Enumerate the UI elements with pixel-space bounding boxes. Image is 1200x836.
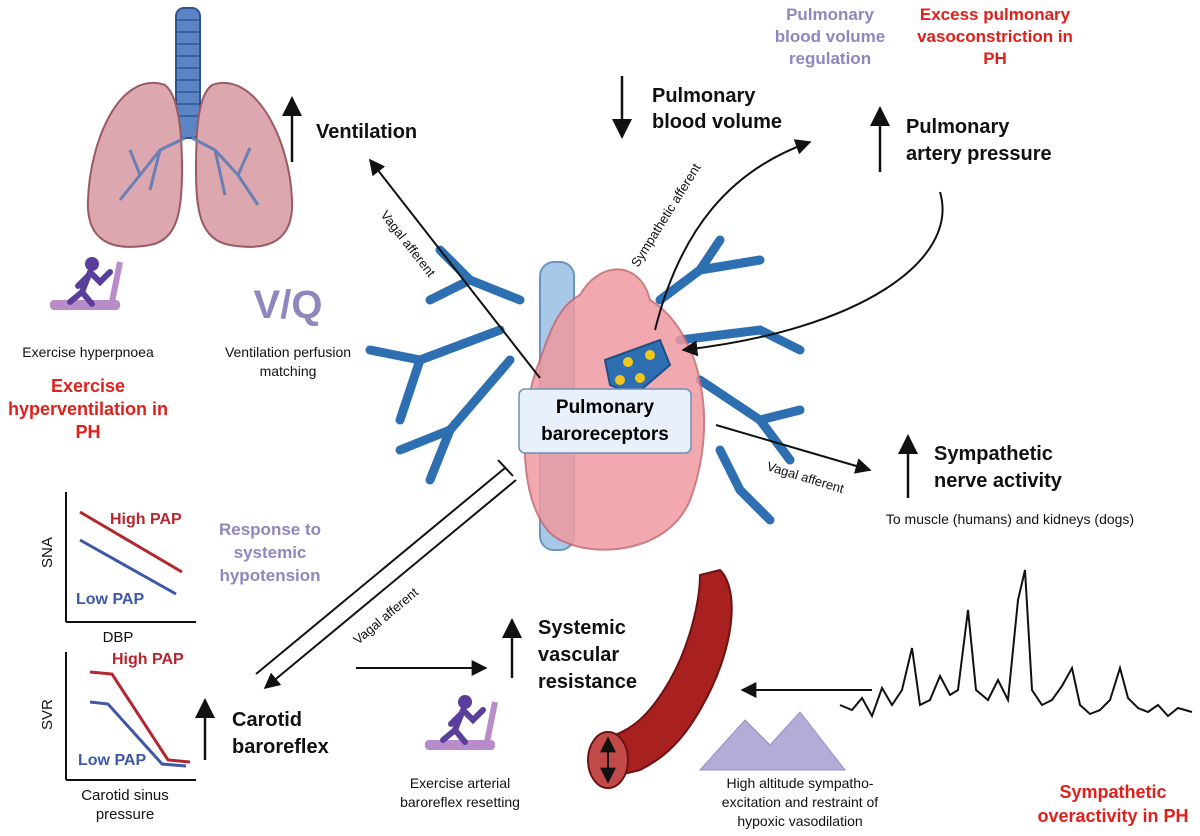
- blood-vessel-illustration: [587, 568, 733, 789]
- sna-xlabel: DBP: [103, 629, 134, 646]
- response-hypotension-line2: systemic: [234, 543, 307, 562]
- svr-high-pap-curve: [89, 670, 191, 764]
- direction-indicators: [195, 76, 918, 760]
- sna-high-pap-line: [79, 510, 183, 574]
- lungs-illustration: [86, 7, 294, 248]
- center-line2: baroreceptors: [541, 424, 669, 445]
- center-line1: Pulmonary: [556, 397, 655, 418]
- sna-high-label: High PAP: [110, 511, 182, 528]
- vq-caption-line1: Ventilation perfusion: [225, 344, 351, 360]
- sympathetic-afferent-label: Sympathetic afferent: [628, 160, 704, 269]
- svr-low-pap-curve: [89, 700, 187, 768]
- svr-line3: resistance: [538, 671, 637, 693]
- sympathetic-overactivity-line2: overactivity in PH: [1037, 806, 1188, 826]
- vagal-afferent-right-label: Vagal afferent: [765, 459, 846, 497]
- mountain-illustration: [698, 711, 847, 771]
- svr-line2: vascular: [538, 644, 619, 666]
- pbv-regulation-line1: Pulmonary: [786, 5, 874, 24]
- inhibition-line: [255, 467, 506, 675]
- pulmonary-blood-volume-line1: Pulmonary: [652, 85, 756, 107]
- exercise-hyperventilation-line2: hyperventilation in: [8, 399, 168, 419]
- carotid-baroreflex-line2: baroreflex: [232, 736, 329, 758]
- treadmill-runner-icon: [50, 257, 123, 310]
- svr-plot: [65, 652, 196, 781]
- ventilation-label: Ventilation: [316, 121, 417, 143]
- response-hypotension-line1: Response to: [219, 520, 321, 539]
- sna-low-pap-line: [79, 538, 177, 596]
- vagal-to-ventilation-arrow: [369, 158, 541, 379]
- excess-vasoconstriction-line1: Excess pulmonary: [920, 5, 1071, 24]
- sna-plot: [65, 492, 196, 623]
- svr-line1: Systemic: [538, 617, 626, 639]
- exercise-arterial-line1: Exercise arterial: [410, 775, 510, 791]
- vagal-to-sna-arrow: [715, 424, 872, 474]
- svr-xlabel-line1: Carotid sinus: [81, 787, 169, 804]
- inhibition-bar: [497, 459, 514, 477]
- pap-line1: Pulmonary: [906, 116, 1010, 138]
- sympathetic-afferent-arrow: [654, 139, 812, 331]
- sympathetic-overactivity-line1: Sympathetic: [1059, 782, 1166, 802]
- exercise-hyperventilation-line3: PH: [75, 422, 100, 442]
- pulmonary-blood-volume-line2: blood volume: [652, 111, 782, 133]
- high-altitude-line1: High altitude sympatho-: [726, 775, 873, 791]
- carotid-baroreflex-line1: Carotid: [232, 709, 302, 731]
- vq-symbol: V/Q: [254, 283, 323, 327]
- sna-line1: Sympathetic: [934, 443, 1053, 465]
- treadmill-runner-icon: [425, 695, 498, 750]
- excess-vasoconstriction-line3: PH: [983, 49, 1007, 68]
- high-altitude-line2: excitation and restraint of: [722, 794, 879, 810]
- svr-ylabel: SVR: [39, 699, 56, 730]
- vq-caption-line2: matching: [260, 363, 317, 379]
- vagal-afferent-upper-label: Vagal afferent: [378, 208, 439, 280]
- sna-ylabel: SNA: [39, 537, 56, 568]
- high-altitude-line3: hypoxic vasodilation: [737, 813, 862, 829]
- pap-line2: artery pressure: [906, 143, 1052, 165]
- pbv-regulation-line2: blood volume: [775, 27, 886, 46]
- exercise-hyperpnoea-label: Exercise hyperpnoea: [22, 344, 154, 360]
- pap-feedback-arrow: [681, 191, 944, 357]
- response-hypotension-line3: hypotension: [219, 566, 320, 585]
- svr-high-label: High PAP: [112, 651, 184, 668]
- vagal-afferent-lower-label: Vagal afferent: [350, 584, 421, 647]
- exercise-hyperventilation-line1: Exercise: [51, 376, 125, 396]
- svr-low-label: Low PAP: [78, 752, 146, 769]
- pbv-regulation-line3: regulation: [789, 49, 871, 68]
- svr-xlabel-line2: pressure: [96, 806, 154, 823]
- sympathetic-nerve-trace: [839, 569, 1193, 719]
- sna-note: To muscle (humans) and kidneys (dogs): [886, 511, 1134, 527]
- sna-low-label: Low PAP: [76, 591, 144, 608]
- sna-line2: nerve activity: [934, 470, 1063, 492]
- connector-arrows: [255, 139, 944, 698]
- center-box: [518, 388, 692, 454]
- vagal-to-carotid-arrow: [263, 479, 517, 690]
- exercise-arterial-line2: baroreflex resetting: [400, 794, 520, 810]
- excess-vasoconstriction-line2: vasoconstriction in: [917, 27, 1073, 46]
